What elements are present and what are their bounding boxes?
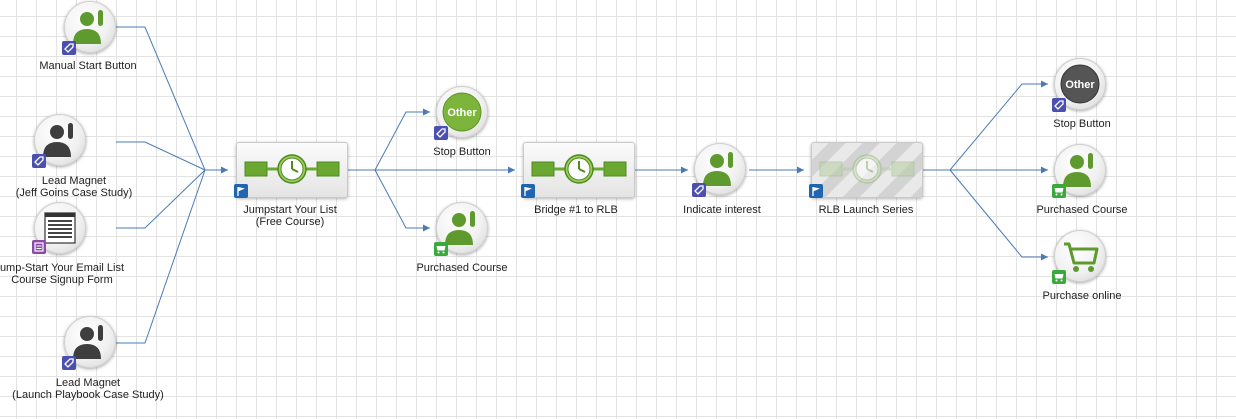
sequence-timer-icon — [523, 142, 635, 198]
other-goal-text: Other — [447, 107, 477, 119]
node-lead-magnet-goins[interactable] — [32, 114, 88, 170]
arrowhead — [423, 108, 430, 116]
node-stop-button-2[interactable]: Other — [1052, 58, 1108, 114]
tag-badge-icon — [692, 183, 706, 197]
node-label: Manual Start Button — [39, 60, 137, 72]
connector-rlb-to-purchase-online — [949, 169, 1048, 258]
form-badge-icon — [32, 240, 46, 254]
cart-badge-icon — [434, 242, 448, 256]
node-manual-start[interactable] — [62, 1, 118, 57]
flag-badge-icon — [809, 184, 823, 198]
tag-badge-icon — [434, 126, 448, 140]
flag-badge-icon — [521, 184, 535, 198]
node-purchase-online[interactable] — [1052, 230, 1108, 286]
connector-signup-form-to-jumpstart — [116, 169, 206, 229]
node-label: Purchase online — [1042, 290, 1122, 302]
node-lead-magnet-playbook[interactable] — [62, 316, 118, 372]
tag-badge-icon — [32, 154, 46, 168]
sequence-timer-icon — [236, 142, 348, 198]
node-purchased-course-2[interactable] — [1052, 144, 1108, 200]
cart-badge-icon — [1052, 184, 1066, 198]
arrowhead — [797, 166, 804, 174]
flag-badge-icon — [234, 184, 248, 198]
node-stop-button-1[interactable]: Other — [434, 86, 490, 142]
arrowhead — [221, 166, 228, 174]
tag-badge-icon — [1052, 98, 1066, 112]
node-jumpstart-sequence[interactable] — [234, 142, 348, 200]
node-indicate-interest[interactable] — [692, 143, 748, 199]
node-label: ump-Start Your Email List Course Signup … — [0, 262, 125, 286]
node-label: Indicate interest — [683, 204, 761, 216]
node-rlb-launch-series[interactable] — [809, 142, 923, 200]
node-purchased-course-1[interactable] — [434, 202, 490, 258]
node-label: Purchased Course — [416, 262, 508, 274]
node-label: RLB Launch Series — [818, 204, 914, 216]
sequence-timer-icon — [811, 142, 923, 198]
connector-rlb-to-stop-button-2 — [922, 83, 1048, 171]
node-signup-form[interactable] — [32, 200, 88, 260]
node-label: Lead Magnet (Jeff Goins Case Study) — [15, 175, 133, 199]
arrowhead — [1041, 253, 1048, 261]
connector-jumpstart-to-stop-button-1 — [346, 111, 430, 171]
node-label: Stop Button — [1053, 118, 1111, 130]
node-label: Jumpstart Your List (Free Course) — [243, 204, 337, 228]
other-goal-text: Other — [1065, 79, 1095, 91]
connector-lead-magnet-goins-to-jumpstart — [116, 141, 206, 171]
arrowhead — [423, 224, 430, 232]
connector-lead-magnet-playbook-to-jumpstart — [116, 169, 206, 344]
arrowhead — [681, 166, 688, 174]
node-bridge-sequence[interactable] — [521, 142, 635, 200]
node-label: Stop Button — [433, 146, 491, 158]
node-label: Bridge #1 to RLB — [534, 204, 618, 216]
arrowhead — [1041, 80, 1048, 88]
connector-jumpstart-to-purchased-course-1 — [374, 169, 430, 229]
node-label: Purchased Course — [1036, 204, 1128, 216]
node-label: Lead Magnet (Launch Playbook Case Study) — [12, 377, 164, 401]
other-goal-icon: Other — [1054, 58, 1106, 110]
arrowhead — [1041, 166, 1048, 174]
connector-manual-start-to-jumpstart — [116, 26, 228, 171]
person-hand-raised-icon — [64, 316, 116, 368]
tag-badge-icon — [62, 41, 76, 55]
cart-badge-icon — [1052, 270, 1066, 284]
web-form-icon — [34, 202, 86, 254]
arrowhead — [508, 166, 515, 174]
tag-badge-icon — [62, 356, 76, 370]
